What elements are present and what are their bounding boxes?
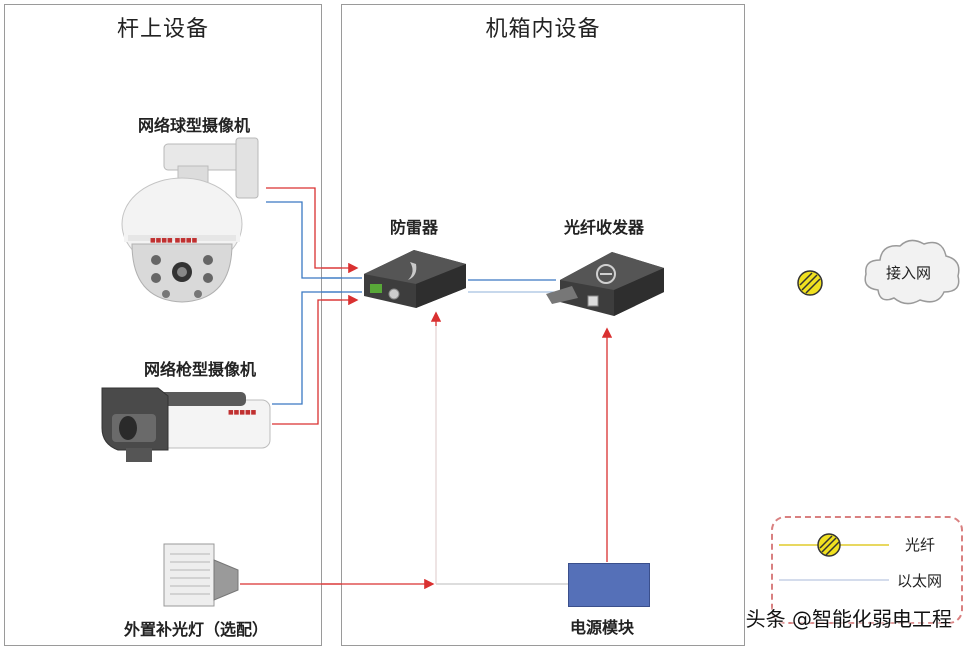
surge-protector-icon [364,250,466,308]
legend-fiber-label: 光纤 [905,536,936,554]
svg-text:■■■■■: ■■■■■ [228,409,257,416]
pole-equipment-title: 杆上设备 [116,17,209,42]
power-module-label: 电源模块 [570,618,635,637]
cabinet-equipment-title: 机箱内设备 [485,17,601,42]
fill-light-icon [163,543,239,607]
bullet-camera-icon: ■■■■■ [101,387,271,462]
legend: 光纤 以太网 [771,516,963,624]
legend-ethernet-label: 以太网 [897,572,943,590]
bullet-camera-label: 网络枪型摄像机 [144,360,257,379]
power-module-box [568,563,650,607]
watermark: 头条 @智能化弱电工程 [745,607,952,631]
fiber-marker-icon [797,270,823,296]
surge-protector-label: 防雷器 [390,218,439,237]
pole-equipment-panel: 杆上设备 [4,4,322,646]
fiber-transceiver-icon [546,252,664,316]
svg-text:■■■■ ■■■■: ■■■■ ■■■■ [150,237,198,244]
dome-camera-icon: ■■■■ ■■■■ [121,137,259,303]
cabinet-equipment-panel: 机箱内设备 [341,4,745,646]
cloud-icon [864,239,960,305]
fiber-transceiver-label: 光纤收发器 [564,218,645,237]
fill-light-label: 外置补光灯（选配） [124,620,269,639]
dome-camera-label: 网络球型摄像机 [138,116,251,135]
legend-lines [779,533,889,581]
access-network-label: 接入网 [886,264,932,282]
